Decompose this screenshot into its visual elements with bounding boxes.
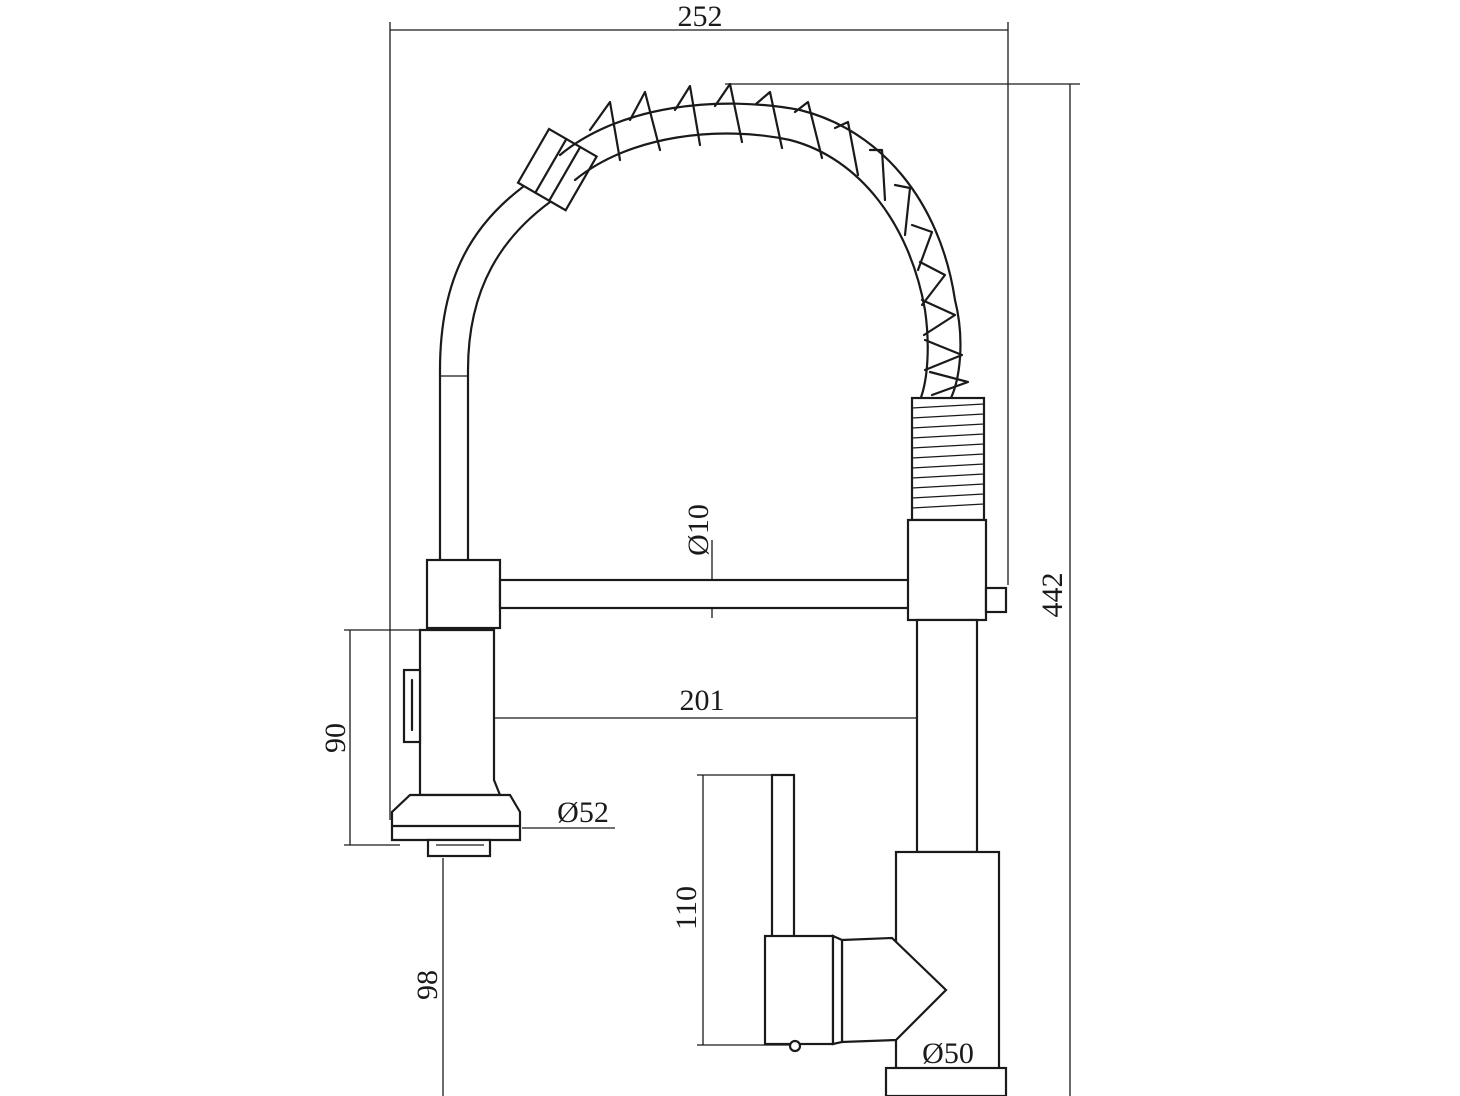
tube-diameter-label: Ø10 — [682, 504, 715, 556]
spray-head-diameter-label: Ø52 — [557, 796, 609, 829]
side-knob — [984, 586, 1008, 614]
reach-label: 201 — [680, 684, 725, 717]
base-diameter-label: Ø50 — [922, 1037, 974, 1070]
dimension-labels: 252 442 Ø10 201 90 Ø52 98 110 Ø50 — [319, 0, 1069, 1070]
spray-head — [390, 628, 522, 858]
lever-height-label: 110 — [670, 886, 703, 930]
spray-clearance-label: 98 — [411, 970, 444, 1000]
mixer-body — [763, 773, 1008, 1096]
faucet-body — [390, 82, 1008, 1096]
left-holder-block — [425, 558, 502, 630]
overall-height-label: 442 — [1036, 573, 1069, 618]
spring-coil — [558, 82, 970, 402]
body-column — [915, 618, 979, 854]
cross-bar — [498, 578, 912, 610]
overall-width-label: 252 — [678, 0, 723, 33]
spray-head-height-label: 90 — [319, 723, 352, 753]
spring-tight — [910, 396, 986, 522]
dimension-lines — [344, 22, 1080, 1096]
right-holder-block — [906, 518, 988, 622]
spout-nozzle — [516, 127, 599, 212]
